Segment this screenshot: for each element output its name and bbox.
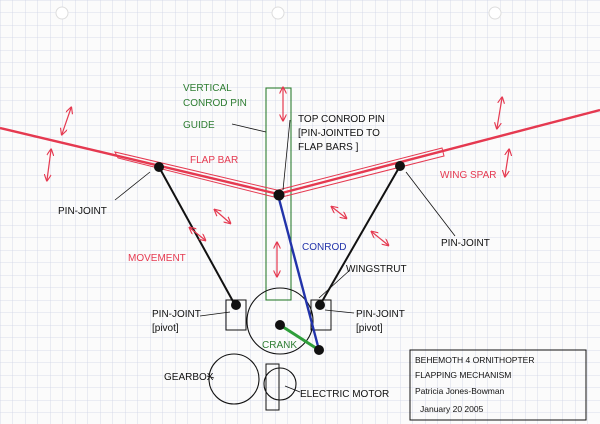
pivot-block-right	[310, 299, 332, 331]
top-pin-label-1: TOP CONROD PIN	[298, 114, 385, 125]
top-pin-label-2: [PIN-JOINTED TO	[298, 128, 380, 139]
pivot-left-label-2: [pivot]	[152, 323, 179, 334]
pivot-right-label-1: PIN-JOINT	[356, 309, 405, 320]
binder-hole-left	[55, 6, 69, 20]
flap-bar-label: FLAP BAR	[190, 155, 238, 166]
binder-hole-mid	[271, 6, 285, 20]
pin-joint-left-label: PIN-JOINT	[58, 206, 107, 217]
motor-gear	[263, 367, 297, 401]
pin-joint-right-dot	[395, 161, 405, 171]
crank-center-dot	[275, 320, 285, 330]
pivot-left-dot	[231, 300, 241, 310]
conrod-label: CONROD	[302, 242, 346, 253]
motor-body	[265, 363, 280, 411]
pivot-left-label-1: PIN-JOINT	[152, 309, 201, 320]
gearbox-gear	[208, 353, 260, 405]
motion-arrows	[47, 88, 509, 276]
motor-label: ELECTRIC MOTOR	[300, 389, 389, 400]
conrod	[276, 194, 321, 351]
crank-label: CRANK	[262, 340, 297, 351]
movement-label: MOVEMENT	[128, 253, 186, 264]
crank-arm	[279, 323, 320, 352]
crank-wheel	[246, 287, 314, 355]
title-line-4: January 20 2005	[420, 404, 484, 414]
vertical-guide	[265, 87, 292, 301]
title-line-2: FLAPPING MECHANISM	[415, 370, 511, 380]
guide-label-3: GUIDE	[183, 120, 215, 131]
wingstrut-label: WINGSTRUT	[346, 264, 407, 275]
crank-pin-dot	[314, 345, 324, 355]
gearbox-label: GEARBOX	[164, 372, 214, 383]
title-line-3: Patricia Jones-Bowman	[415, 386, 505, 396]
pivot-right-label-2: [pivot]	[356, 323, 383, 334]
title-block	[409, 349, 587, 421]
guide-label-1: VERTICAL	[183, 83, 232, 94]
leader-lines	[114, 119, 456, 393]
title-line-1: BEHEMOTH 4 ORNITHOPTER	[415, 355, 534, 365]
top-pin-label-3: FLAP BARS ]	[298, 142, 359, 153]
binder-hole-right	[488, 6, 502, 20]
pin-joint-right-label: PIN-JOINT	[441, 238, 490, 249]
guide-label-2: CONROD PIN	[183, 98, 247, 109]
pivot-right-dot	[315, 300, 325, 310]
wing-spar-label: WING SPAR	[440, 170, 496, 181]
pin-joint-left-dot	[154, 162, 164, 172]
top-conrod-pin-dot	[273, 189, 285, 201]
